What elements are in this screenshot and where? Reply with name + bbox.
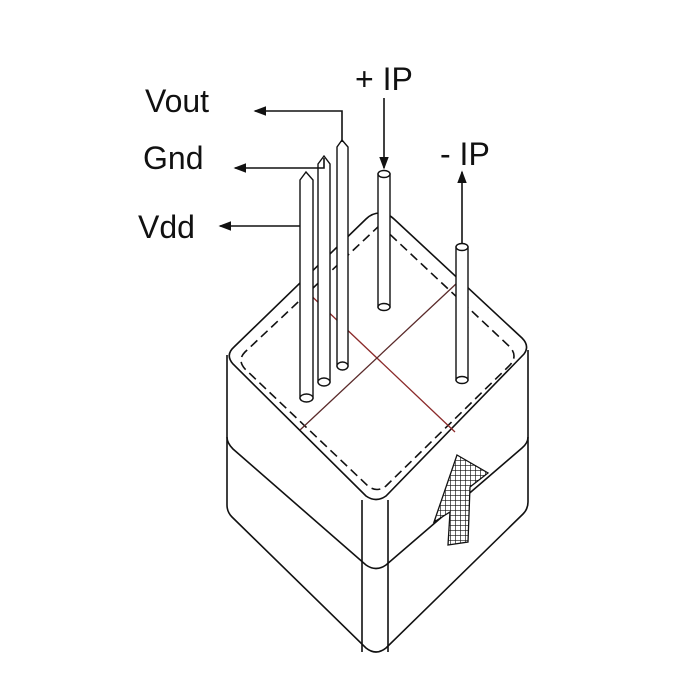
label-vdd: Vdd bbox=[138, 209, 195, 245]
label-gnd: Gnd bbox=[143, 140, 203, 176]
pin-vdd bbox=[299, 170, 314, 403]
pin-gnd bbox=[317, 154, 331, 387]
pin-vout bbox=[336, 138, 349, 371]
package-body bbox=[226, 212, 529, 653]
label-vout: Vout bbox=[145, 83, 209, 119]
pin-ip-plus bbox=[377, 169, 391, 312]
label-ip-minus: - IP bbox=[440, 136, 490, 172]
leader-arrows bbox=[218, 98, 467, 243]
label-ip-plus: + IP bbox=[355, 61, 413, 97]
pin-ip-minus bbox=[455, 242, 469, 385]
direction-arrow-marking bbox=[432, 454, 490, 546]
